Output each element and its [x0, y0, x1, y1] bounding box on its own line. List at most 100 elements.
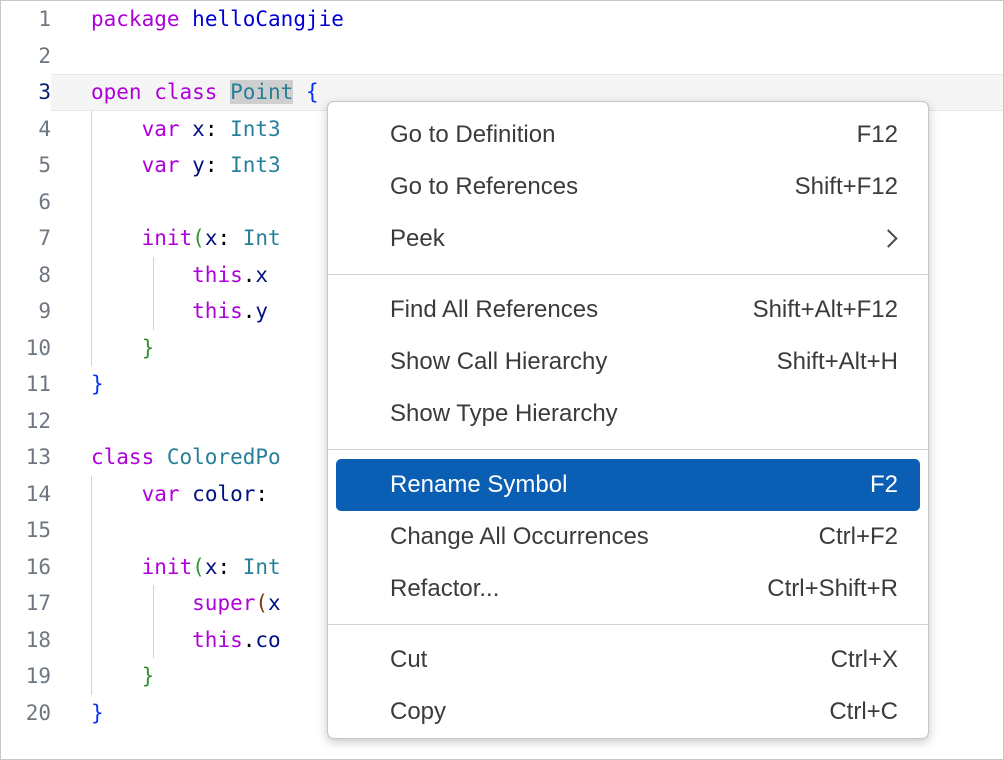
code-token: init — [141, 554, 193, 579]
code-text[interactable]: package helloCangjie — [51, 1, 1003, 38]
code-text[interactable]: class ColoredPo — [51, 439, 1003, 476]
indent-guide — [91, 183, 92, 220]
menu-item-go-to-references[interactable]: Go to References Shift+F12 — [336, 161, 920, 213]
menu-item-keybinding: Ctrl+Shift+R — [767, 575, 898, 602]
code-token: class — [154, 80, 218, 104]
code-line[interactable]: 20} — [1, 695, 1003, 732]
code-text[interactable]: } — [51, 329, 1003, 366]
code-token — [91, 153, 142, 177]
code-token: ( — [255, 591, 269, 615]
code-text[interactable]: init(x: Int — [51, 548, 1003, 585]
code-token: } — [91, 700, 104, 725]
code-line[interactable]: 16 init(x: Int — [1, 548, 1003, 585]
code-text[interactable] — [51, 38, 1003, 75]
indent-guide — [91, 293, 92, 330]
menu-item-show-type-hierarchy[interactable]: Show Type Hierarchy — [336, 388, 920, 440]
code-token — [154, 445, 167, 469]
menu-item-label: Find All References — [390, 296, 599, 323]
code-token: ColoredPo — [166, 445, 281, 469]
code-text[interactable]: } — [51, 366, 1003, 403]
code-token — [91, 117, 142, 141]
menu-separator — [328, 274, 928, 275]
code-line[interactable]: 19 } — [1, 658, 1003, 695]
code-text[interactable]: super(x — [51, 585, 1003, 622]
code-line[interactable]: 15 — [1, 512, 1003, 549]
code-text[interactable]: init(x: Int — [51, 220, 1003, 257]
code-line[interactable]: 12 — [1, 403, 1003, 440]
menu-item-keybinding: Shift+F12 — [794, 173, 898, 200]
indent-guide — [91, 658, 92, 695]
code-token: Int — [242, 226, 281, 250]
code-token: x — [204, 226, 218, 250]
code-line[interactable]: 6 — [1, 183, 1003, 220]
code-text[interactable]: } — [51, 695, 1003, 732]
code-token: ( — [192, 554, 205, 579]
code-token: this — [192, 262, 243, 287]
code-line[interactable]: 10 } — [1, 329, 1003, 366]
menu-item-keybinding: F2 — [869, 471, 898, 498]
code-text[interactable]: this.y — [51, 293, 1003, 330]
indent-guide — [91, 220, 92, 257]
menu-item-label: Show Type Hierarchy — [390, 400, 618, 427]
code-token — [91, 591, 192, 615]
indent-guide — [91, 621, 92, 658]
code-line[interactable]: 7 init(x: Int — [1, 220, 1003, 257]
code-text[interactable]: this.co — [51, 621, 1003, 658]
code-token: open — [91, 80, 142, 104]
line-number: 9 — [38, 299, 51, 323]
menu-item-label: Peek — [390, 225, 445, 252]
code-token: var — [141, 116, 180, 141]
code-token — [293, 80, 306, 104]
menu-item-keybinding: Ctrl+F2 — [818, 523, 898, 550]
code-token — [180, 117, 193, 141]
code-line[interactable]: 17 super(x — [1, 585, 1003, 622]
menu-item-label: Go to References — [390, 173, 579, 200]
line-number: 15 — [25, 518, 51, 542]
indent-guide — [91, 548, 92, 585]
code-token: . — [242, 299, 256, 323]
code-token — [91, 628, 192, 652]
code-line[interactable]: 2 — [1, 38, 1003, 75]
menu-item-label: Go to Definition — [390, 121, 556, 148]
code-token — [217, 80, 230, 104]
code-token: : — [217, 554, 243, 579]
code-line[interactable]: 5 var y: Int3 — [1, 147, 1003, 184]
menu-item-refactor[interactable]: Refactor...Ctrl+Shift+R — [336, 563, 920, 615]
code-line[interactable]: 18 this.co — [1, 621, 1003, 658]
line-number: 10 — [25, 335, 51, 360]
line-number: 20 — [25, 700, 51, 725]
code-text[interactable]: var y: Int3 — [51, 147, 1003, 184]
code-text[interactable]: this.x — [51, 256, 1003, 293]
code-text[interactable]: var color: — [51, 475, 1003, 512]
line-number: 8 — [38, 262, 51, 287]
line-number: 19 — [25, 664, 51, 688]
selected-symbol: Point — [230, 80, 294, 104]
code-line[interactable]: 9 this.y — [1, 293, 1003, 330]
code-token — [180, 153, 193, 177]
code-text[interactable] — [51, 183, 1003, 220]
code-text[interactable]: var x: Int3 — [51, 110, 1003, 147]
code-line[interactable]: 14 var color: — [1, 475, 1003, 512]
code-token: var — [141, 153, 180, 177]
code-line[interactable]: 4 var x: Int3 — [1, 110, 1003, 147]
line-number: 6 — [38, 189, 51, 214]
indent-guide — [91, 147, 92, 184]
code-text[interactable]: } — [51, 658, 1003, 695]
menu-item-peek[interactable]: Peek — [336, 213, 920, 265]
indent-guide — [91, 256, 92, 293]
code-line[interactable]: 8 this.x — [1, 256, 1003, 293]
code-line[interactable]: 11} — [1, 366, 1003, 403]
code-text[interactable] — [51, 512, 1003, 549]
